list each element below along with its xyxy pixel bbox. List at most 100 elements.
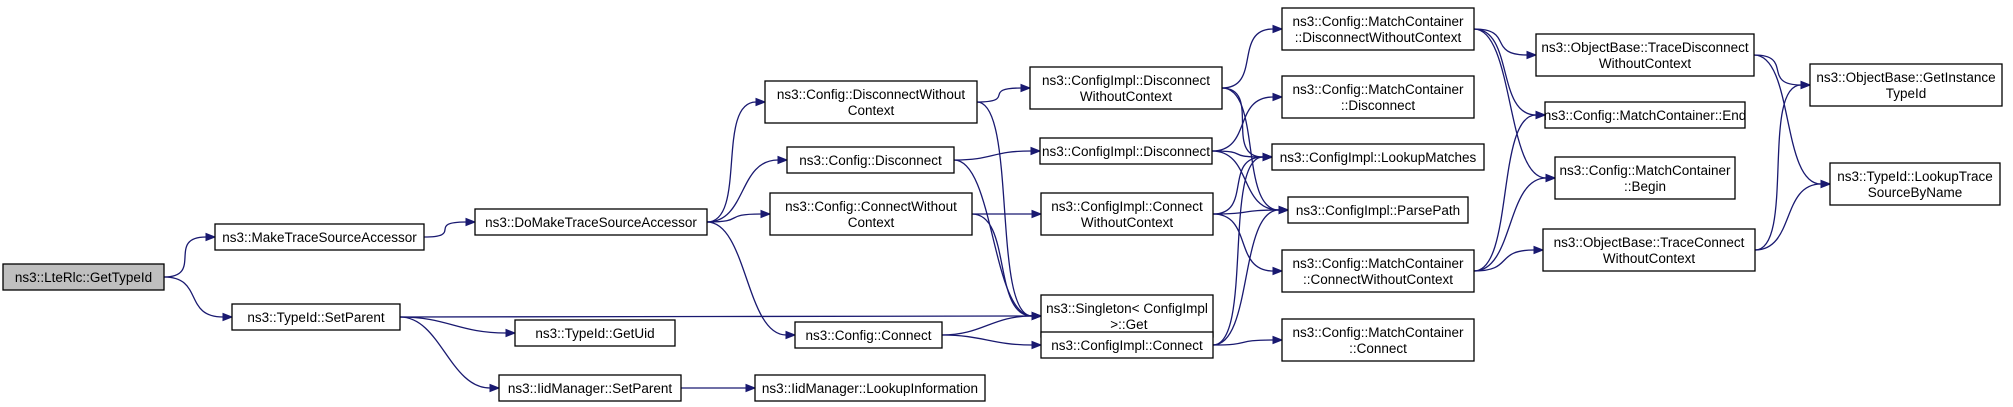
node-label-line: ns3::Config::Disconnect — [799, 153, 942, 168]
call-graph-nodes: ns3::LteRlc::GetTypeId ns3::MakeTraceSour… — [2, 7, 2003, 402]
node-box — [1281, 318, 1475, 362]
node-ns3-domaketracesourceaccessor[interactable]: ns3::DoMakeTraceSourceAccessor — [474, 208, 708, 236]
arrowhead — [1545, 173, 1557, 183]
node-box — [514, 319, 676, 347]
node-ns3-config-matchcontainer-disconnect[interactable]: ns3::Config::MatchContainer::Disconnect — [1281, 75, 1475, 119]
node-box — [1029, 66, 1223, 110]
edge-n2-to-n9 — [399, 316, 501, 393]
node-ns3-typeid-setparent[interactable]: ns3::TypeId::SetParent — [231, 303, 401, 331]
node-label-line: WithoutContext — [1603, 251, 1696, 266]
node-ns3-configimpl-disconnect-withoutcontext[interactable]: ns3::ConfigImpl::DisconnectWithoutContex… — [1029, 66, 1223, 110]
node-label-line: ns3::IidManager::LookupInformation — [762, 381, 978, 396]
edge-n25-to-n27 — [1754, 179, 1832, 251]
node-ns3-configimpl-lookupmatches[interactable]: ns3::ConfigImpl::LookupMatches — [1271, 143, 1485, 171]
node-label-line: ns3::LteRlc::GetTypeId — [15, 270, 152, 285]
node-ns3-config-connect[interactable]: ns3::Config::Connect — [794, 321, 943, 349]
node-label-line: ns3::TypeId::SetParent — [247, 310, 385, 325]
node-ns3-config-matchcontainer-end[interactable]: ns3::Config::MatchContainer::End — [1544, 101, 1747, 129]
node-box — [1809, 63, 2003, 107]
node-ns3-config-matchcontainer-disconnectwithoutcontext[interactable]: ns3::Config::MatchContainer::DisconnectW… — [1281, 7, 1475, 51]
edge-n5-to-n12 — [953, 146, 1042, 161]
node-box — [786, 146, 955, 174]
node-ns3-maketracesourceaccessor[interactable]: ns3::MakeTraceSourceAccessor — [214, 223, 425, 251]
edge-n7-to-n14 — [941, 311, 1043, 336]
node-box — [2, 263, 165, 291]
node-label-line: ::Connect — [1349, 341, 1407, 356]
node-box — [1039, 137, 1213, 165]
node-ns3-iidmanager-lookupinformation[interactable]: ns3::IidManager::LookupInformation — [754, 374, 986, 402]
node-label-line: WithoutContext — [1599, 56, 1692, 71]
node-ns3-objectbase-traceconnect-withoutcontext[interactable]: ns3::ObjectBase::TraceConnectWithoutCont… — [1542, 228, 1756, 272]
node-ns3-config-matchcontainer-connect[interactable]: ns3::Config::MatchContainer::Connect — [1281, 318, 1475, 362]
arrowhead — [1031, 340, 1043, 350]
node-label-line: WithoutContext — [1080, 89, 1173, 104]
node-label-line: ns3::ConfigImpl::ParsePath — [1296, 203, 1460, 218]
node-label-line: ns3::TypeId::LookupTrace — [1837, 169, 1993, 184]
node-label-line: ns3::Config::MatchContainer — [1559, 163, 1731, 178]
node-ns3-configimpl-parsepath[interactable]: ns3::ConfigImpl::ParsePath — [1287, 196, 1469, 224]
arrowhead — [505, 328, 517, 338]
node-box — [1040, 331, 1214, 359]
node-ns3-config-matchcontainer-connectwithoutcontext[interactable]: ns3::Config::MatchContainer::ConnectWith… — [1281, 249, 1475, 293]
node-label-line: ns3::MakeTraceSourceAccessor — [222, 230, 417, 245]
node-ns3-config-disconnectwithout-context[interactable]: ns3::Config::DisconnectWithoutContext — [764, 80, 978, 124]
node-label-line: >::Get — [1107, 317, 1148, 332]
node-ns3-typeid-getuid[interactable]: ns3::TypeId::GetUid — [514, 319, 676, 347]
edge-n20-to-n23 — [1473, 110, 1547, 272]
node-label-line: Context — [848, 103, 895, 118]
node-label-line: ns3::ObjectBase::TraceConnect — [1554, 235, 1745, 250]
call-graph-edges — [163, 24, 1832, 393]
node-label-line: ns3::Config::MatchContainer — [1292, 256, 1464, 271]
node-ns3-singleton-configimpl-get[interactable]: ns3::Singleton< ConfigImpl >::Get — [1040, 294, 1214, 338]
edge-n4-to-n11 — [976, 83, 1032, 103]
node-box — [1287, 196, 1469, 224]
node-label-line: ns3::TypeId::GetUid — [535, 326, 654, 341]
node-box — [754, 374, 986, 402]
edge-n1-to-n3 — [423, 217, 477, 238]
node-box — [231, 303, 401, 331]
node-ns3-config-connectwithout-context[interactable]: ns3::Config::ConnectWithoutContext — [769, 192, 973, 236]
edge-n6-to-n13 — [972, 209, 1043, 219]
node-label-line: ns3::Config::ConnectWithout — [785, 199, 957, 214]
node-ns3-config-matchcontainer-begin[interactable]: ns3::Config::MatchContainer::Begin — [1554, 156, 1736, 200]
node-ns3-configimpl-connect[interactable]: ns3::ConfigImpl::Connect — [1040, 331, 1214, 359]
node-label-line: ns3::Config::MatchContainer — [1292, 325, 1464, 340]
node-label-line: ns3::ConfigImpl::Connect — [1051, 338, 1203, 353]
node-box — [1542, 228, 1756, 272]
node-box — [1040, 192, 1214, 236]
edge-n20-to-n25 — [1473, 245, 1545, 272]
arrowhead — [465, 217, 477, 227]
edge-n16-to-n23 — [1473, 28, 1547, 120]
edge-n3-to-n5 — [706, 155, 789, 223]
edge-n15-to-n19 — [1212, 205, 1290, 346]
node-ns3-lterlc-gettypeid[interactable]: ns3::LteRlc::GetTypeId — [2, 263, 165, 291]
node-ns3-iidmanager-setparent[interactable]: ns3::IidManager::SetParent — [498, 374, 682, 402]
node-ns3-configimpl-connect-withoutcontext[interactable]: ns3::ConfigImpl::ConnectWithoutContext — [1040, 192, 1214, 236]
arrowhead — [1820, 179, 1832, 189]
edge-n13-to-n18 — [1212, 152, 1274, 215]
node-label-line: SourceByName — [1868, 185, 1963, 200]
node-label-line: WithoutContext — [1081, 215, 1174, 230]
node-box — [1281, 7, 1475, 51]
arrowhead — [1526, 50, 1538, 60]
node-label-line: ns3::ObjectBase::GetInstance — [1816, 70, 1995, 85]
arrowhead — [489, 383, 501, 393]
node-ns3-configimpl-disconnect[interactable]: ns3::ConfigImpl::Disconnect — [1039, 137, 1213, 165]
node-label-line: ns3::IidManager::SetParent — [508, 381, 673, 396]
edge-n25-to-n26 — [1754, 80, 1812, 251]
edge-n16-to-n22 — [1473, 28, 1538, 60]
node-ns3-objectbase-tracedisconnect-withoutcontext[interactable]: ns3::ObjectBase::TraceDisconnectWithoutC… — [1535, 33, 1755, 77]
edge-n11-to-n16 — [1221, 24, 1284, 89]
arrowhead — [1031, 209, 1043, 219]
node-label-line: ::Begin — [1624, 179, 1666, 194]
node-box — [498, 374, 682, 402]
node-box — [1829, 162, 2001, 206]
node-ns3-config-disconnect[interactable]: ns3::Config::Disconnect — [786, 146, 955, 174]
arrowhead — [1031, 311, 1043, 321]
arrowhead — [745, 383, 757, 393]
arrowhead — [1533, 245, 1545, 255]
node-label-line: ::ConnectWithoutContext — [1303, 272, 1453, 287]
arrowhead — [1272, 92, 1284, 102]
